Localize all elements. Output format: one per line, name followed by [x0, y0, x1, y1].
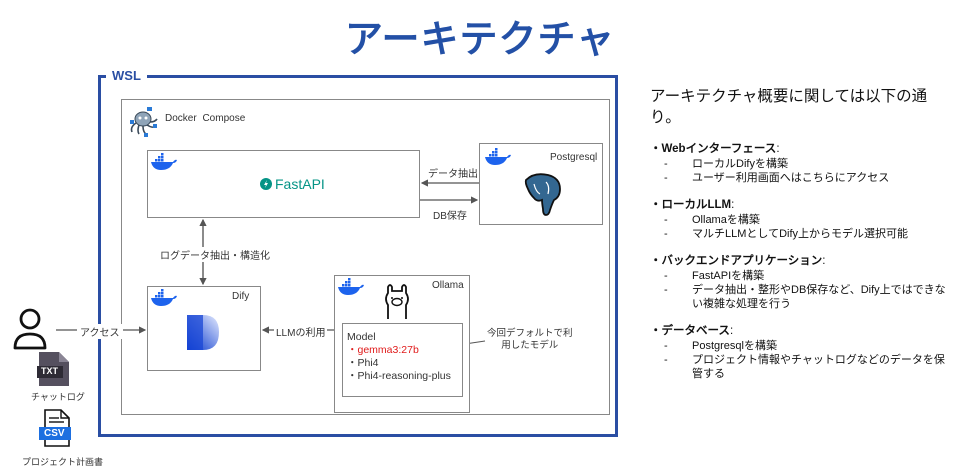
ollama-label: Ollama — [432, 280, 464, 291]
summary-list-item: - FastAPIを構築 — [650, 269, 950, 283]
summary-list-item: - Ollamaを構築 — [650, 213, 950, 227]
bullet-dash: - — [664, 284, 668, 296]
fastapi-container — [147, 150, 420, 218]
section-heading-text: ・Webインターフェース — [650, 143, 777, 155]
docker-whale-icon — [151, 289, 177, 306]
annotation-line: 今回デフォルトで利 — [487, 328, 573, 339]
docker-compose-label: Docker Compose — [165, 113, 246, 124]
summary-intro: アーキテクチャ概要に関しては以下の通り。 — [650, 88, 928, 126]
model-item-default: ・gemma3:27b — [347, 344, 419, 356]
csv-badge: CSV — [44, 428, 65, 439]
default-model-annotation: 今回デフォルトで利 用したモデル — [487, 328, 573, 352]
project-plan-label: プロジェクト計画書 — [22, 457, 104, 467]
bullet-dash: - — [664, 214, 668, 226]
summary-item-text: マルチLLMとしてDify上からモデル選択可能 — [692, 228, 909, 240]
model-list-box: Model ・gemma3:27b ・Phi4 ・Phi4-reasoning-… — [342, 323, 463, 397]
bullet-dash: - — [664, 158, 668, 170]
docker-whale-icon — [338, 278, 364, 295]
section-heading-colon: : — [729, 325, 734, 337]
summary-list-item: - ローカルDifyを構築 — [650, 157, 950, 171]
section-heading-colon: : — [822, 255, 826, 267]
section-heading-text: ・バックエンドアプリケーション — [650, 255, 823, 267]
model-heading: Model — [347, 331, 376, 343]
bullet-dash: - — [664, 172, 668, 184]
edge-label-log-extract: ログデータ抽出・構造化 — [158, 247, 272, 262]
bullet-dash: - — [664, 228, 668, 240]
dify-label: Dify — [232, 291, 250, 302]
csv-file-icon — [39, 409, 71, 447]
bullet-dash: - — [664, 340, 668, 352]
docker-compose-octopus-icon — [130, 107, 158, 137]
summary-list-item: - マルチLLMとしてDify上からモデル選択可能 — [650, 227, 950, 241]
section-heading-colon: : — [731, 199, 735, 211]
postgres-elephant-icon — [524, 173, 561, 216]
docker-whale-icon — [485, 148, 511, 165]
summary-section-heading: ・データベース: — [650, 322, 950, 338]
docker-whale-icon — [151, 153, 177, 170]
edge-label-data-extract: データ抽出 — [428, 165, 478, 180]
summary-section-heading: ・Webインターフェース: — [650, 140, 950, 156]
fastapi-bolt-icon — [260, 178, 272, 190]
edge-label-llm-use: LLMの利用 — [274, 324, 328, 339]
wsl-label: WSL — [106, 68, 147, 83]
section-heading-text: ・ローカルLLM — [650, 199, 732, 211]
ollama-llama-icon — [385, 284, 409, 319]
summary-item-text: Ollamaを構築 — [692, 214, 760, 226]
summary-panel: アーキテクチャ概要に関しては以下の通り。 ・Webインターフェース: - ローカルD… — [650, 86, 950, 392]
dify-logo-icon — [187, 315, 219, 350]
section-heading-colon: : — [776, 143, 780, 155]
summary-list-item: - データ抽出・整形やDB保存など、Dify上ではできない複雑な処理を行う — [650, 283, 950, 311]
chatlog-label: チャットログ — [31, 392, 85, 402]
edge-label-access: アクセス — [77, 324, 123, 339]
summary-section: ・バックエンドアプリケーション: - FastAPIを構築 - データ抽出・整形やDB保… — [650, 252, 950, 311]
summary-item-text: ユーザー利用画面へはこちらにアクセス — [692, 172, 890, 184]
bullet-dash: - — [664, 354, 668, 366]
model-item: ・Phi4-reasoning-plus — [347, 370, 451, 382]
summary-item-text: Postgresqlを構築 — [692, 340, 777, 352]
summary-section-heading: ・ローカルLLM: — [650, 196, 950, 212]
postgres-label: Postgresql — [550, 152, 598, 163]
page-title: アーキテクチャ — [344, 17, 616, 61]
summary-list-item: - ユーザー利用画面へはこちらにアクセス — [650, 171, 950, 185]
txt-badge: TXT — [41, 366, 58, 376]
summary-item-text: ローカルDifyを構築 — [692, 158, 788, 170]
fastapi-label: FastAPI — [275, 176, 325, 192]
summary-item-text: データ抽出・整形やDB保存など、Dify上ではできない複雑な処理を行う — [692, 284, 946, 310]
summary-item-text: プロジェクト情報やチャットログなどのデータを保管する — [692, 354, 945, 380]
section-heading-text: ・データベース — [650, 325, 730, 337]
summary-list-item: - Postgresqlを構築 — [650, 339, 950, 353]
annotation-line: 用したモデル — [501, 340, 559, 351]
summary-list-item: - プロジェクト情報やチャットログなどのデータを保管する — [650, 353, 950, 381]
model-item: ・Phi4 — [347, 357, 379, 369]
summary-section: ・Webインターフェース: - ローカルDifyを構築 - ユーザー利用画面へはこちらに… — [650, 140, 950, 185]
summary-item-text: FastAPIを構築 — [692, 270, 765, 282]
user-icon — [13, 308, 47, 350]
fastapi-logo: FastAPI — [260, 176, 325, 192]
summary-section: ・データベース: - Postgresqlを構築 - プロジェクト情報やチャットログなど… — [650, 322, 950, 381]
wsl-container — [98, 75, 618, 437]
txt-file-icon — [37, 352, 69, 386]
summary-section-heading: ・バックエンドアプリケーション: — [650, 252, 950, 268]
bullet-dash: - — [664, 270, 668, 282]
summary-section: ・ローカルLLM: - Ollamaを構築 - マルチLLMとしてDify上からモデル選… — [650, 196, 950, 241]
edge-label-db-save: DB保存 — [433, 207, 467, 222]
